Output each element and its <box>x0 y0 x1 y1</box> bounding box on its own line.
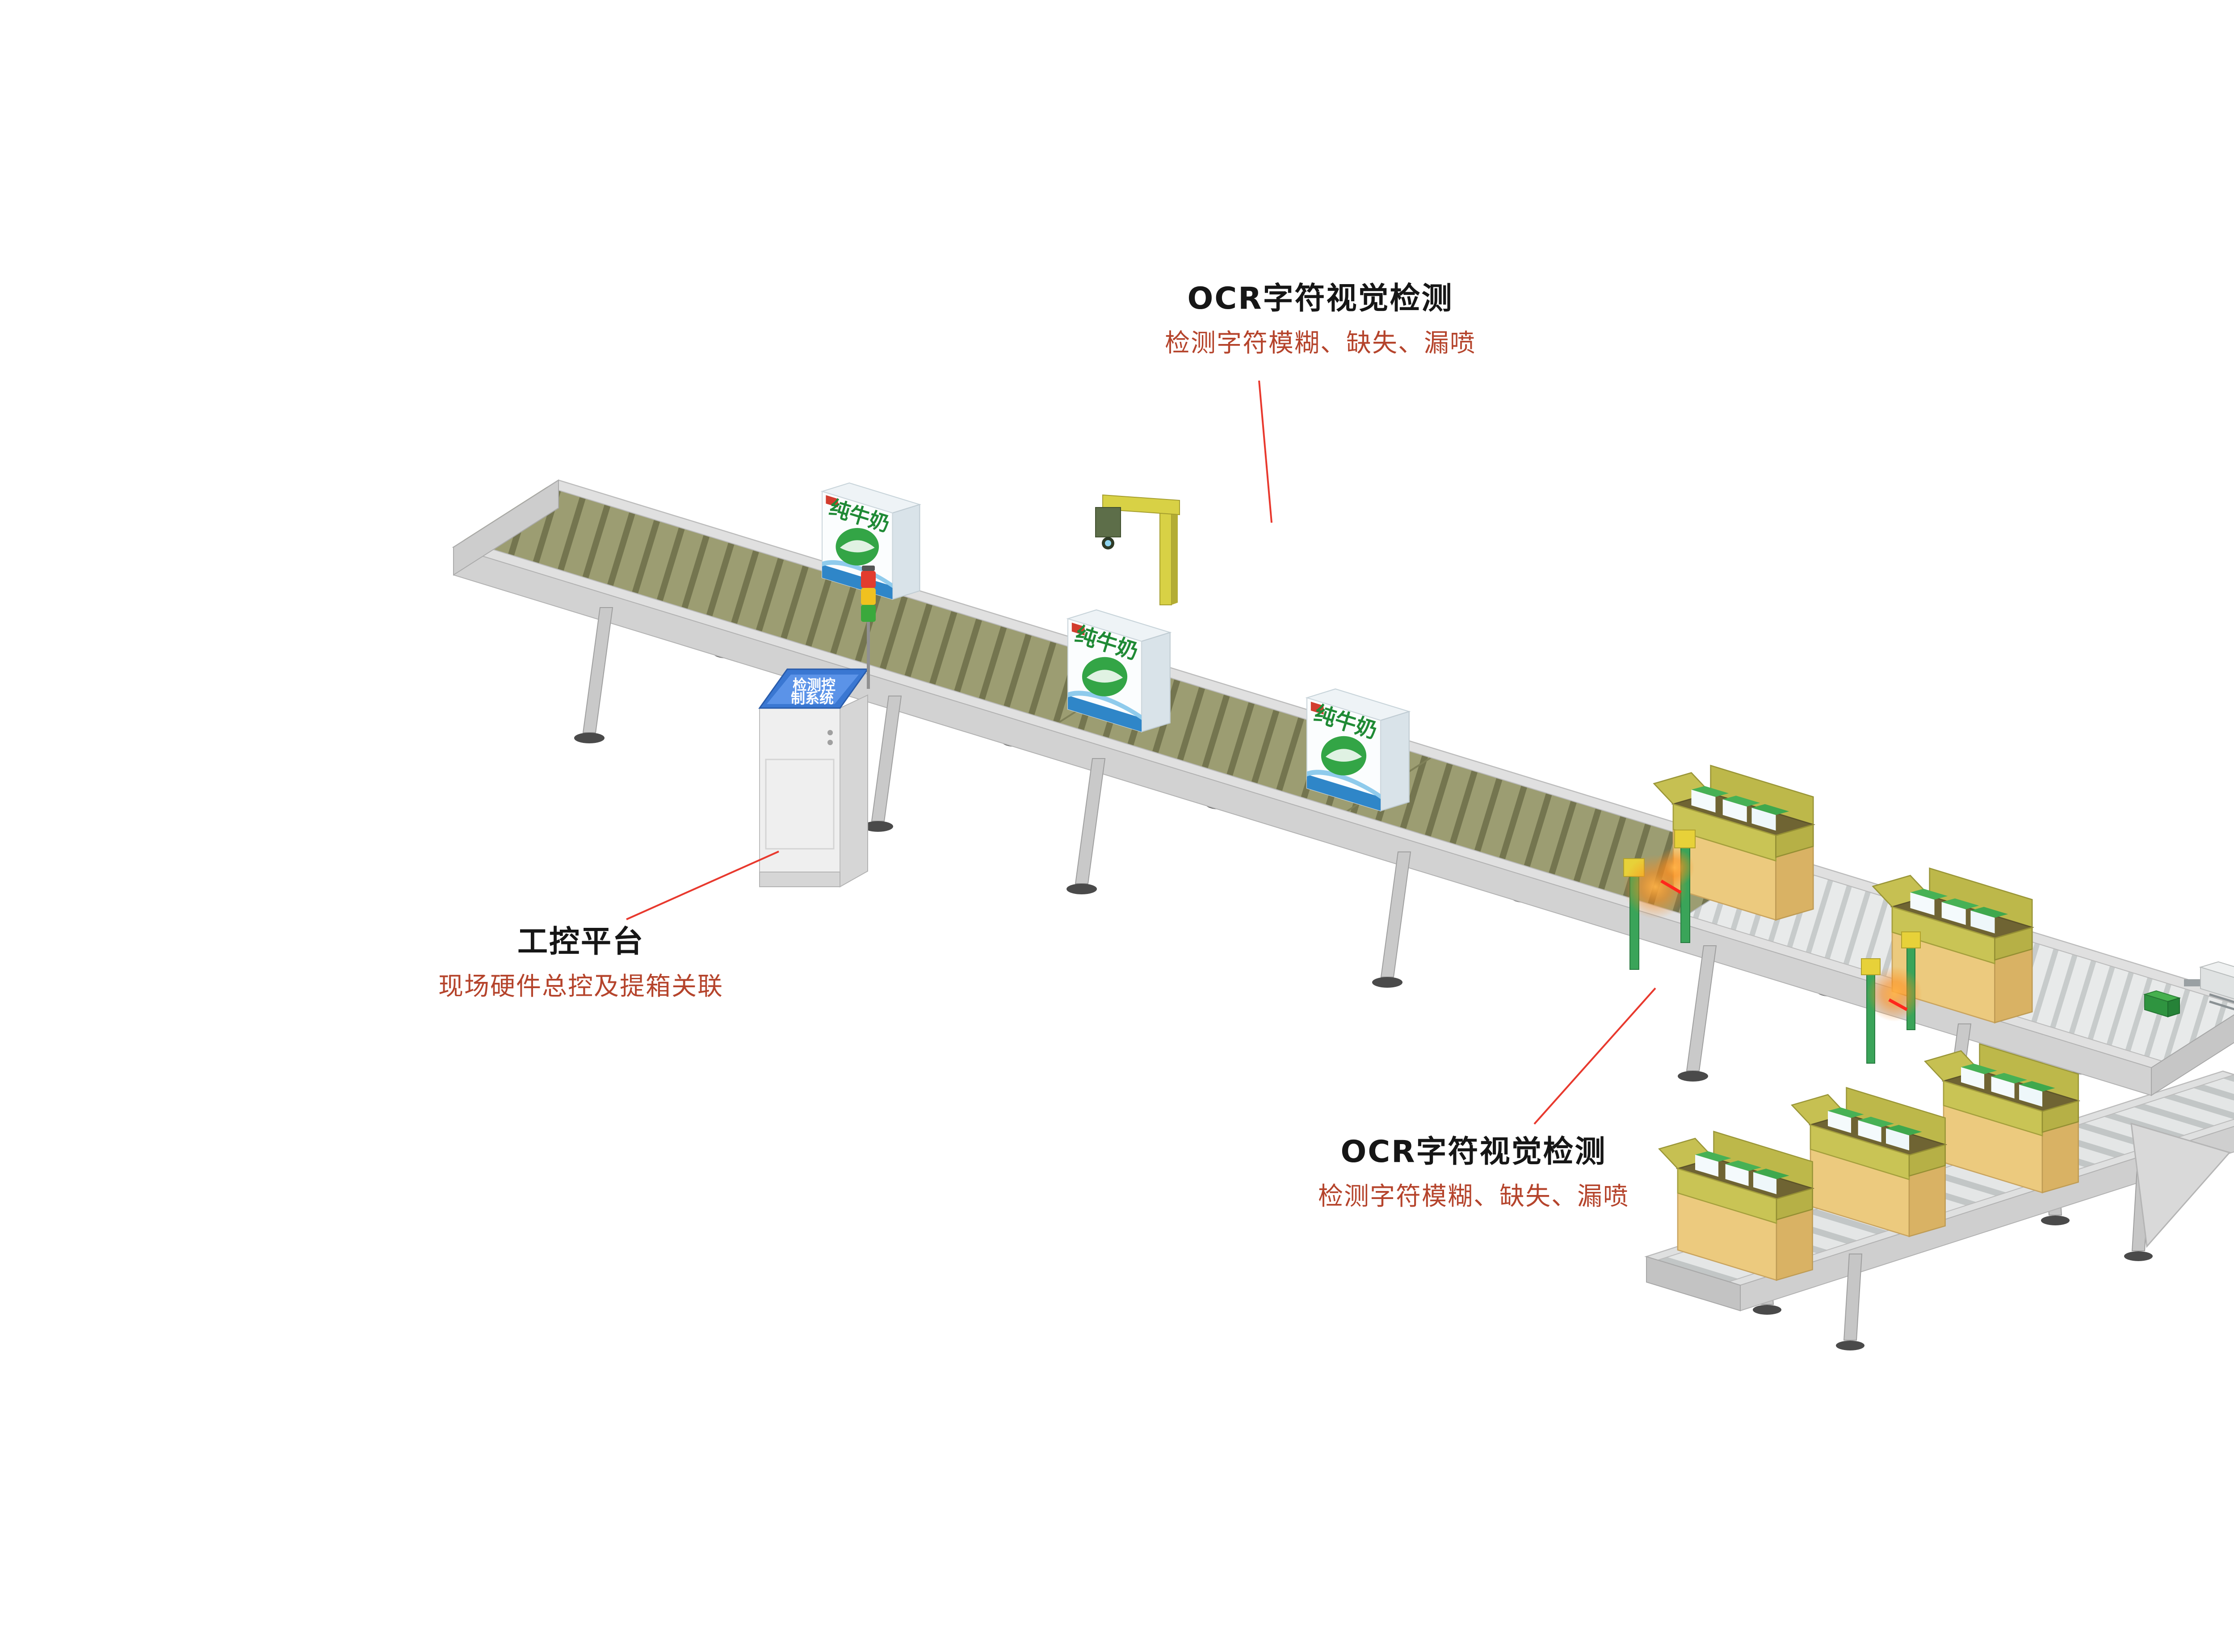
leg-foot <box>1372 977 1403 988</box>
kiosk-screen-line1: 检测控 <box>793 676 836 693</box>
leg-foot <box>863 821 893 832</box>
reject-pusher-rod <box>2184 979 2203 986</box>
conveyor-leg <box>582 607 613 733</box>
camera-head <box>1095 507 1121 537</box>
station-camera <box>1861 958 1881 975</box>
station-camera <box>1674 830 1696 848</box>
kiosk-door-seam <box>765 759 835 850</box>
kiosk-screen-line2: 制系统 <box>791 690 834 707</box>
leader-line-control <box>626 851 779 920</box>
leader-line-ocr-top <box>1258 380 1272 523</box>
laser-mark <box>1888 998 1908 1011</box>
annotation-subtitle: 现场硬件总控及提箱关联 <box>438 972 723 1001</box>
leg-foot <box>574 733 605 743</box>
inspection-glow <box>1867 966 1922 1022</box>
annotation-title: 工控平台 <box>517 924 644 960</box>
leg-foot <box>1836 1341 1864 1350</box>
camera-lens <box>1105 540 1111 546</box>
leg-foot <box>2041 1216 2070 1225</box>
kiosk-base <box>759 872 840 887</box>
leg-foot <box>1678 1071 1708 1082</box>
sensor-box <box>2143 990 2181 1018</box>
annotation-ocr-bottom: OCR字符视觉检测 检测字符模糊、缺失、漏喷 <box>1318 1127 1629 1212</box>
gantry-post <box>1159 505 1172 605</box>
conveyor-leg <box>1075 758 1106 884</box>
signal-tower <box>861 566 876 689</box>
kiosk-vent-dot <box>827 740 833 745</box>
annotation-subtitle: 检测字符模糊、缺失、漏喷 <box>1165 329 1476 358</box>
leg-foot <box>1753 1305 1781 1315</box>
annotation-control-platform: 工控平台 现场硬件总控及提箱关联 <box>438 917 723 1002</box>
tower-cap <box>862 566 875 571</box>
reject-device-slot <box>2209 993 2234 1003</box>
kiosk-side <box>840 694 868 888</box>
tower-light-red <box>861 571 876 588</box>
reject-device-top <box>2199 961 2234 978</box>
control-kiosk: 检测控 制系统 <box>758 668 869 888</box>
leg-foot <box>2124 1251 2153 1261</box>
transfer-plate <box>2130 1122 2231 1248</box>
annotation-ocr-top: OCR字符视觉检测 检测字符模糊、缺失、漏喷 <box>1165 273 1476 359</box>
leg-foot <box>1067 884 1097 894</box>
laser-mark <box>1660 879 1682 894</box>
annotation-title: OCR字符视觉检测 <box>1187 281 1453 316</box>
inspection-glow <box>1655 848 1694 887</box>
sensor-side <box>2167 997 2180 1018</box>
tower-light-yellow <box>861 588 876 605</box>
camera-gantry <box>1095 494 1180 605</box>
ocr-station-1 <box>1623 830 1696 970</box>
tower-light-green <box>861 605 876 622</box>
annotation-title: OCR字符视觉检测 <box>1340 1134 1607 1170</box>
leader-line-ocr-bottom <box>1533 987 1656 1125</box>
annotation-subtitle: 检测字符模糊、缺失、漏喷 <box>1318 1182 1629 1211</box>
station-camera <box>1901 931 1921 948</box>
conveyor-leg <box>1380 851 1411 977</box>
outfeed-end-face <box>1646 1256 1741 1312</box>
conveyor-leg <box>871 696 902 822</box>
kiosk-vent-dot <box>827 730 833 735</box>
tower-pole <box>867 622 870 689</box>
reject-device-slot <box>2209 1000 2234 1010</box>
conveyor-left-end <box>453 479 559 576</box>
kiosk-front <box>759 708 840 887</box>
kiosk-screen-glass <box>767 675 859 704</box>
conveyor-leg <box>1843 1254 1863 1341</box>
conveyor-right-end <box>2151 1014 2234 1096</box>
reject-device-front <box>2200 966 2234 1000</box>
reject-device <box>2184 961 2234 1010</box>
conveyor-leg <box>1686 945 1717 1071</box>
gantry-post-side <box>1172 503 1178 605</box>
ocr-station-2 <box>1861 931 1922 1064</box>
